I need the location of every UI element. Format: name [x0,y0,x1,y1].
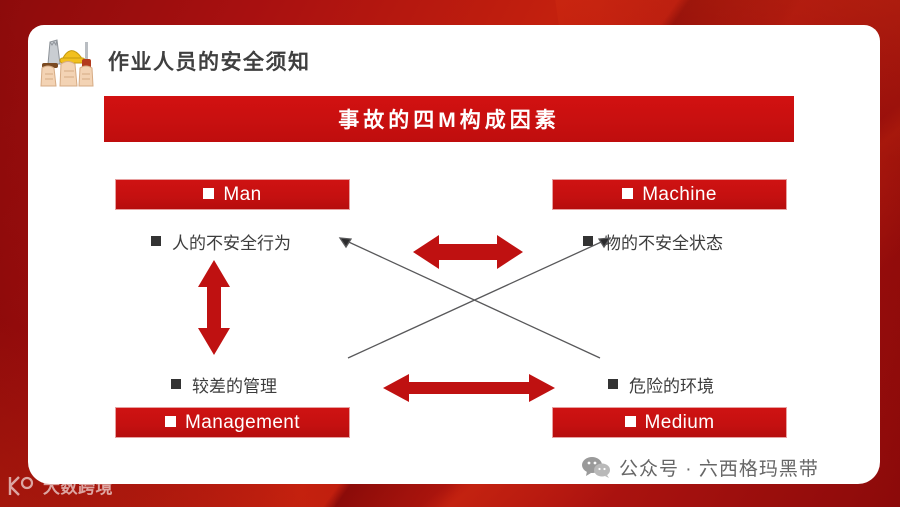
bullet-square-icon [151,235,161,246]
bullet-square-icon [608,378,618,389]
banner: 事故的四M构成因素 [104,96,794,145]
workers-tools-icon [30,34,102,88]
quadrant-label-machine-text: Machine [642,183,717,205]
quadrant-bullet-management-text: 较差的管理 [192,377,277,396]
quadrant-bullet-machine-text: 物的不安全状态 [604,234,723,253]
brand-watermark: 大数跨境 [6,473,113,498]
quadrant-bullet-man-text: 人的不安全行为 [172,234,291,253]
bullet-square-icon [165,416,177,427]
management-medium-arrow [383,374,555,402]
wechat-icon [581,456,611,478]
wechat-label: 公众号 · 六西格玛黑带 [619,458,819,480]
banner-title: 事故的四M构成因素 [338,109,560,132]
bullet-square-icon [624,416,636,427]
quadrant-label-man[interactable]: Man [115,179,350,210]
brand-logo-icon [6,474,40,498]
brand-label: 大数跨境 [43,478,113,497]
page-title: 作业人员的安全须知 [108,51,311,74]
quadrant-bullet-medium-text: 危险的环境 [629,377,714,396]
bullet-square-icon [622,188,634,199]
quadrant-bullet-man: 人的不安全行为 [151,229,291,254]
slide-card: 作业人员的安全须知 事故的四M构成因素 Man Machine Manageme… [28,25,880,484]
quadrant-label-management[interactable]: Management [115,407,350,438]
bullet-square-icon [583,235,593,246]
bullet-square-icon [203,188,215,199]
man-machine-arrow [413,235,523,269]
bullet-square-icon [171,378,181,389]
quadrant-label-machine[interactable]: Machine [552,179,787,210]
quadrant-bullet-medium: 危险的环境 [608,372,714,397]
wechat-watermark: 公众号 · 六西格玛黑带 [581,450,819,484]
quadrant-bullet-management: 较差的管理 [171,372,277,397]
quadrant-label-management-text: Management [185,411,300,433]
diagonal-connectors [338,237,612,359]
quadrant-label-man-text: Man [223,183,262,205]
man-management-arrow [198,260,230,355]
quadrant-label-medium[interactable]: Medium [552,407,787,438]
quadrant-label-medium-text: Medium [644,411,715,433]
slide-title-row: 作业人员的安全须知 [28,33,311,89]
quadrant-bullet-machine: 物的不安全状态 [583,229,723,254]
